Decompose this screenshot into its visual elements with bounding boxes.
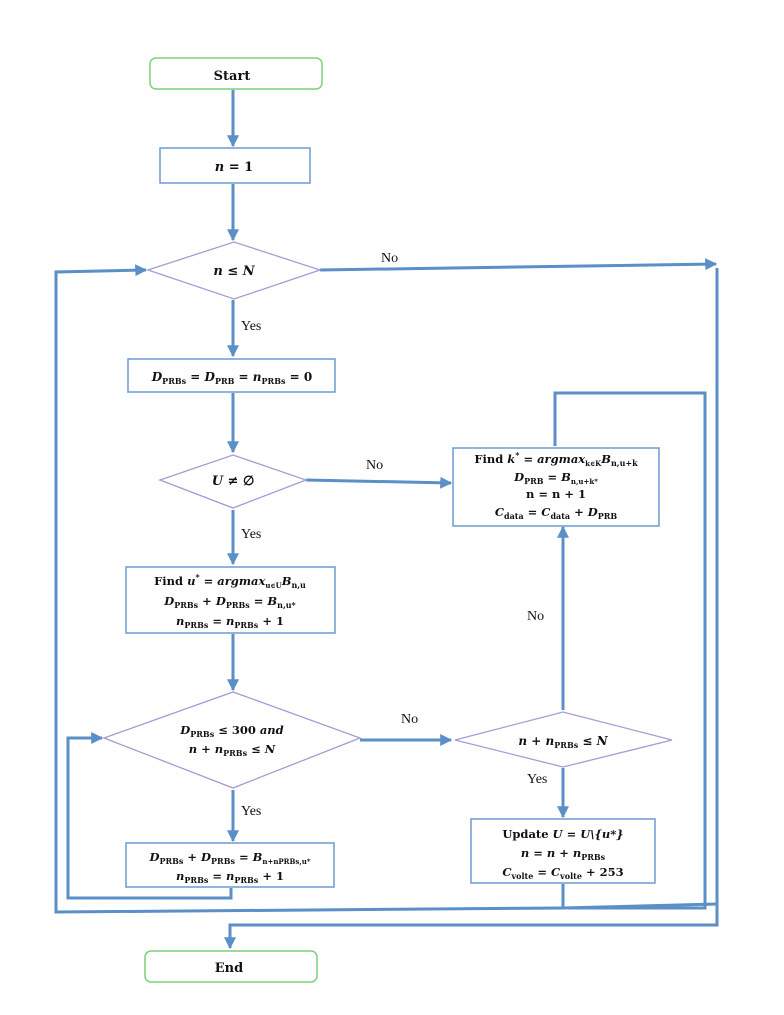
update-u-line2: n = n + nPRBs [521,846,606,862]
find-k-node: Find k* = argmaxk∈KBn,u+k DPRB = Bn,u+k*… [452,447,660,527]
find-k-line4: Cdata = Cdata + DPRB [495,505,618,521]
edge-label-u-yes: Yes [241,527,261,542]
update-loop-line2: nPRBs = nPRBs + 1 [176,869,284,885]
end-node: End [144,950,318,983]
find-u-line1: Find u* = argmaxu∈UBn,u [154,572,306,590]
edge-label-cond300-yes: Yes [241,804,261,819]
arrow-to-end [224,905,719,950]
init-node: n = 1 [159,147,311,184]
arrow-loop-no [319,258,718,272]
edge-label-loop-no: No [381,251,398,266]
reset-text: DPRBs = DPRB = nPRBs = 0 [151,370,312,386]
end-label: End [215,961,243,976]
cond-300-node: DPRBs ≤ 300 and n + nPRBs ≤ N [102,691,362,789]
update-u-line3: Cvolte = Cvolte + 253 [502,865,623,881]
update-u-node: Update U = U\{u*} n = n + nPRBs Cvolte =… [470,818,656,884]
cond-nprbs-node: n + nPRBs ≤ N [454,711,673,768]
u-check-text: U ≠ ∅ [212,474,255,489]
arrow-update-loop-back [66,732,233,900]
edge-label-u-no: No [366,458,383,473]
arrow-find-k-loop [553,391,707,910]
find-k-line3: n = n + 1 [526,487,586,501]
arrow-outer-loop-back [54,264,719,914]
u-check-node: U ≠ ∅ [158,454,308,509]
cond-300-line2: n + nPRBs ≤ N [189,742,276,758]
update-u-line1: Update U = U\{u*} [502,827,623,841]
connectors [54,90,719,950]
edge-label-nprbs-yes: Yes [527,772,547,787]
find-u-line3: nPRBs = nPRBs + 1 [176,614,284,630]
update-loop-node: DPRBs + DPRBs = Bn+nPRBs,u* nPRBs = nPRB… [125,842,335,888]
find-k-line1: Find k* = argmaxk∈KBn,u+k [474,450,638,468]
start-node: Start [149,57,323,90]
arrow-u-no [305,476,453,489]
find-k-line2: DPRB = Bn,u+k* [513,470,598,486]
reset-node: DPRBs = DPRB = nPRBs = 0 [127,358,336,393]
start-label: Start [214,69,251,84]
cond-nprbs-text: n + nPRBs ≤ N [518,734,608,750]
edge-label-cond300-no: No [401,712,418,727]
edge-label-loop-yes: Yes [241,319,261,334]
cond-300-line1: DPRBs ≤ 300 and [179,723,283,739]
loop-check-text: n ≤ N [213,264,255,279]
init-text: n = 1 [215,160,253,175]
loop-check-node: n ≤ N [145,241,323,300]
find-u-node: Find u* = argmaxu∈UBn,u DPRBs + DPRBs = … [125,566,336,634]
update-loop-line1: DPRBs + DPRBs = Bn+nPRBs,u* [148,850,310,866]
edge-label-nprbs-no: No [527,609,544,624]
find-u-line2: DPRBs + DPRBs = Bn,u* [163,594,296,610]
